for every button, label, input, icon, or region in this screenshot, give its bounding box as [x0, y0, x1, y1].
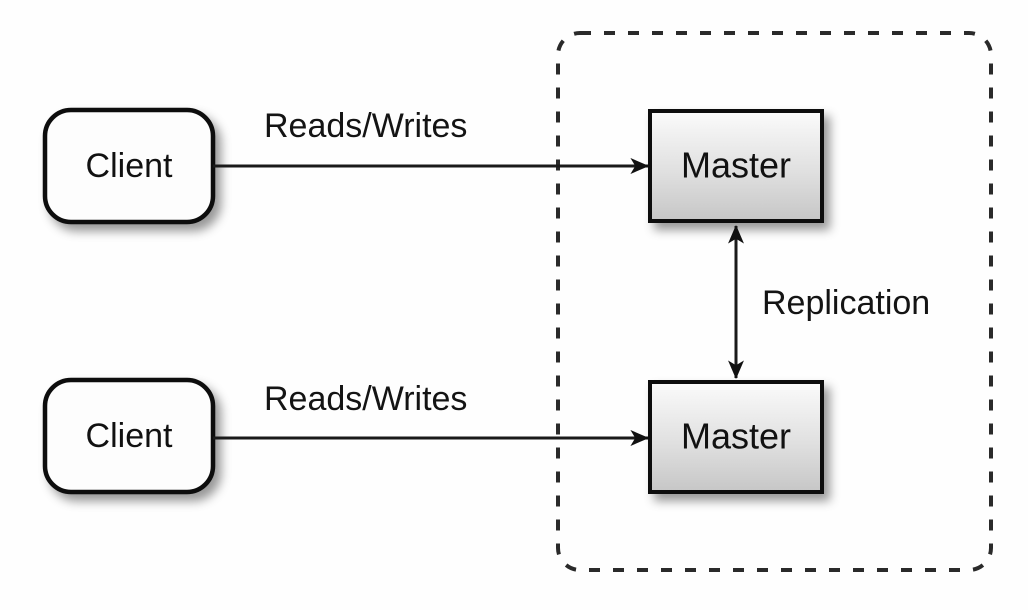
client-bottom-node[interactable]: Client [42, 377, 216, 495]
client-top-node[interactable]: Client [42, 107, 216, 225]
reads-writes-top-label: Reads/Writes [264, 107, 467, 145]
master-top-label: Master [681, 145, 791, 186]
master-top-shape[interactable] [648, 109, 824, 223]
edge-reads-writes-top: Reads/Writes [213, 107, 650, 174]
client-bottom-shape[interactable] [42, 377, 216, 495]
client-top-label: Client [86, 147, 173, 185]
master-bottom-shape[interactable] [648, 380, 824, 494]
replication-cluster-boundary [556, 31, 993, 572]
master-bottom-label: Master [681, 416, 791, 457]
master-top-node[interactable]: Master [648, 109, 824, 223]
client-bottom-label: Client [86, 417, 173, 455]
reads-writes-bottom-label: Reads/Writes [264, 380, 467, 418]
edge-reads-writes-bottom: Reads/Writes [213, 380, 650, 446]
edge-replication: Replication [728, 224, 930, 380]
master-bottom-node[interactable]: Master [648, 380, 824, 494]
replication-label: Replication [762, 284, 930, 322]
